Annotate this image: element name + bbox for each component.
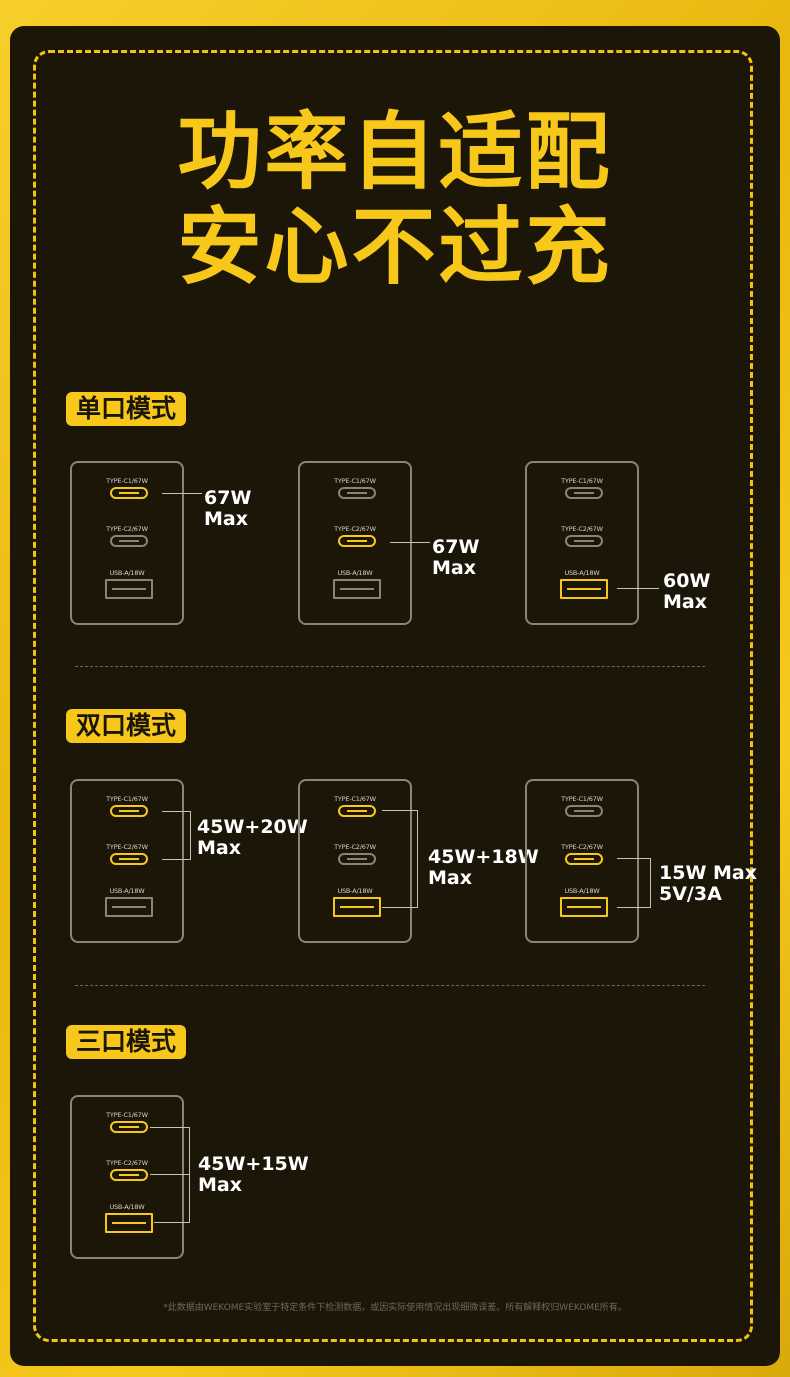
- power-value-single-1: 67W Max: [204, 488, 251, 530]
- connector-line: [162, 811, 190, 812]
- connector-line: [162, 493, 202, 494]
- connector-line: [154, 1222, 189, 1223]
- usb-c1-port-icon: [338, 805, 376, 817]
- power-line-1: 15W Max: [659, 862, 757, 884]
- connector-line: [617, 907, 650, 908]
- dashed-frame: [33, 50, 753, 1342]
- port-label-a: USB-A/18W: [337, 887, 373, 895]
- charger-single-1: TYPE-C1/67W TYPE-C2/67W USB-A/18W: [70, 461, 184, 625]
- usb-c2-port-icon: [110, 535, 148, 547]
- power-line-2: Max: [197, 837, 241, 859]
- power-line-2: 5V/3A: [659, 883, 722, 905]
- usb-a-port-icon: [105, 1213, 153, 1233]
- port-label-c2: TYPE-C2/67W: [334, 843, 376, 851]
- power-value-triple-1: 45W+15W Max: [198, 1154, 309, 1196]
- usb-c1-port-icon: [110, 805, 148, 817]
- connector-bracket: [650, 858, 651, 908]
- usb-c1-port-icon: [110, 487, 148, 499]
- power-line-2: Max: [663, 591, 707, 613]
- content-card: [10, 26, 780, 1366]
- port-label-c2: TYPE-C2/67W: [334, 525, 376, 533]
- port-label-c1: TYPE-C1/67W: [334, 795, 376, 803]
- port-label-c1: TYPE-C1/67W: [106, 795, 148, 803]
- charger-dual-2: TYPE-C1/67W TYPE-C2/67W USB-A/18W: [298, 779, 412, 943]
- power-line-1: 45W+15W: [198, 1153, 309, 1175]
- power-value-dual-3: 15W Max 5V/3A: [659, 863, 757, 905]
- power-value-single-3: 60W Max: [663, 571, 710, 613]
- port-label-c1: TYPE-C1/67W: [561, 795, 603, 803]
- headline-line-1: 功率自适配: [177, 103, 613, 201]
- usb-c2-port-icon: [338, 535, 376, 547]
- connector-line: [617, 858, 650, 859]
- usb-a-port-icon: [560, 897, 608, 917]
- port-label-a: USB-A/18W: [337, 569, 373, 577]
- power-value-dual-1: 45W+20W Max: [197, 817, 308, 859]
- charger-dual-3: TYPE-C1/67W TYPE-C2/67W USB-A/18W: [525, 779, 639, 943]
- port-label-a: USB-A/18W: [109, 1203, 145, 1211]
- usb-c2-port-icon: [110, 853, 148, 865]
- power-line-2: Max: [428, 867, 472, 889]
- connector-line: [382, 907, 417, 908]
- usb-c1-port-icon: [565, 805, 603, 817]
- port-label-c1: TYPE-C1/67W: [334, 477, 376, 485]
- connector-line: [162, 859, 190, 860]
- port-label-c1: TYPE-C1/67W: [106, 477, 148, 485]
- charger-triple-1: TYPE-C1/67W TYPE-C2/67W USB-A/18W: [70, 1095, 184, 1259]
- connector-line: [150, 1127, 189, 1128]
- usb-c1-port-icon: [565, 487, 603, 499]
- port-label-c2: TYPE-C2/67W: [561, 843, 603, 851]
- usb-a-port-icon: [333, 579, 381, 599]
- section-title-triple: 三口模式: [66, 1025, 187, 1059]
- port-label-c1: TYPE-C1/67W: [106, 1111, 148, 1119]
- usb-c1-port-icon: [110, 1121, 148, 1133]
- connector-line: [390, 542, 430, 543]
- connector-bracket: [189, 1127, 190, 1223]
- usb-a-port-icon: [333, 897, 381, 917]
- charger-single-2: TYPE-C1/67W TYPE-C2/67W USB-A/18W: [298, 461, 412, 625]
- power-value-dual-2: 45W+18W Max: [428, 847, 539, 889]
- port-label-c1: TYPE-C1/67W: [561, 477, 603, 485]
- section-title-single: 单口模式: [66, 392, 187, 426]
- port-label-c2: TYPE-C2/67W: [106, 1159, 148, 1167]
- port-label-a: USB-A/18W: [564, 569, 600, 577]
- connector-bracket: [190, 811, 191, 860]
- power-line-1: 45W+18W: [428, 846, 539, 868]
- charger-single-3: TYPE-C1/67W TYPE-C2/67W USB-A/18W: [525, 461, 639, 625]
- section-divider: [75, 666, 705, 667]
- charger-dual-1: TYPE-C1/67W TYPE-C2/67W USB-A/18W: [70, 779, 184, 943]
- port-label-c2: TYPE-C2/67W: [106, 525, 148, 533]
- power-line-1: 67W: [204, 487, 252, 509]
- port-label-a: USB-A/18W: [564, 887, 600, 895]
- section-title-dual: 双口模式: [66, 709, 187, 743]
- usb-c2-port-icon: [110, 1169, 148, 1181]
- section-divider: [75, 985, 705, 986]
- port-label-c2: TYPE-C2/67W: [106, 843, 148, 851]
- power-line-1: 67W: [432, 536, 480, 558]
- port-label-a: USB-A/18W: [109, 569, 145, 577]
- usb-a-port-icon: [560, 579, 608, 599]
- power-line-1: 45W+20W: [197, 816, 308, 838]
- usb-c2-port-icon: [565, 535, 603, 547]
- power-line-2: Max: [198, 1174, 242, 1196]
- headline-line-2: 安心不过充: [177, 198, 613, 296]
- power-line-2: Max: [432, 557, 476, 579]
- usb-c1-port-icon: [338, 487, 376, 499]
- port-label-c2: TYPE-C2/67W: [561, 525, 603, 533]
- usb-c2-port-icon: [565, 853, 603, 865]
- port-label-a: USB-A/18W: [109, 887, 145, 895]
- power-value-single-2: 67W Max: [432, 537, 479, 579]
- connector-line: [382, 810, 417, 811]
- connector-line: [150, 1174, 189, 1175]
- power-line-1: 60W: [663, 570, 711, 592]
- power-line-2: Max: [204, 508, 248, 530]
- connector-line: [617, 588, 659, 589]
- usb-a-port-icon: [105, 897, 153, 917]
- footnote-disclaimer: *此数据由WEKOME实验室于特定条件下检测数据，或因实际使用情况出现细微误差。…: [163, 1303, 627, 1313]
- usb-c2-port-icon: [338, 853, 376, 865]
- usb-a-port-icon: [105, 579, 153, 599]
- connector-bracket: [417, 810, 418, 908]
